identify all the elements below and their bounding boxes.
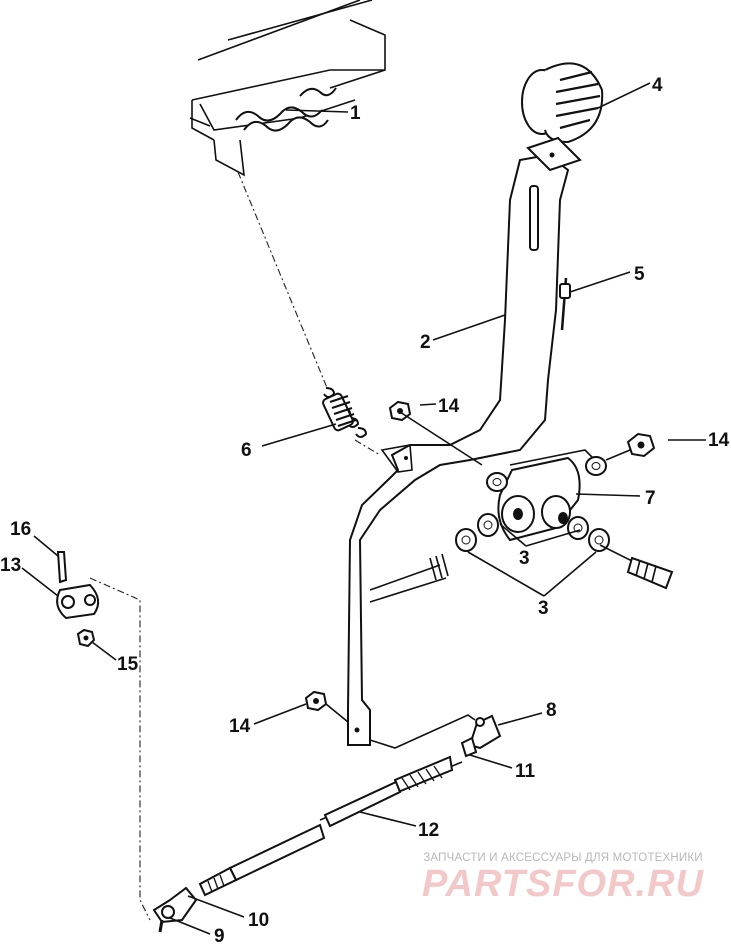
nuts-part-14 xyxy=(304,400,656,723)
callout-6: 6 xyxy=(241,440,252,461)
spring-hook-part-1 xyxy=(235,87,337,132)
watermark-brand-logo: PARTSFOR.RU xyxy=(422,863,704,905)
callout-2: 2 xyxy=(420,332,431,353)
callout-16: 16 xyxy=(10,519,31,540)
callout-8: 8 xyxy=(546,700,557,721)
pedal-pad-part-4 xyxy=(521,62,604,172)
linkage-rod-assembly xyxy=(152,714,502,933)
callout-12: 12 xyxy=(418,820,439,841)
callout-1: 1 xyxy=(350,103,361,124)
callout-5: 5 xyxy=(634,264,645,285)
leader-lines xyxy=(21,82,706,935)
callout-3a: 3 xyxy=(519,548,530,569)
callout-3b: 3 xyxy=(538,598,549,619)
lever-plate-part-13 xyxy=(56,551,151,921)
callout-15: 15 xyxy=(117,654,139,675)
callout-4: 4 xyxy=(652,75,663,96)
return-spring-part-6 xyxy=(237,171,381,456)
washers-part-3 xyxy=(455,456,610,552)
pivot-bolt xyxy=(369,544,674,603)
callout-10: 10 xyxy=(248,910,269,931)
frame-bracket xyxy=(189,0,386,177)
callout-14a: 14 xyxy=(438,396,460,417)
callout-14b: 14 xyxy=(708,430,730,451)
callout-13: 13 xyxy=(0,555,21,576)
callout-7: 7 xyxy=(645,488,656,509)
watermark-tagline: ЗАПЧАСТИ И АКСЕССУАРЫ ДЛЯ МОТОТЕХНИКИ xyxy=(423,852,703,864)
callout-labels: 1 2 3 3 4 5 6 7 8 9 10 11 12 13 14 14 14… xyxy=(0,75,730,947)
callout-14c: 14 xyxy=(229,716,251,737)
cotter-pin-part-5 xyxy=(559,277,571,331)
callout-9: 9 xyxy=(214,926,225,947)
watermark: ЗАПЧАСТИ И АКСЕССУАРЫ ДЛЯ МОТОТЕХНИКИ PA… xyxy=(413,852,713,904)
callout-11: 11 xyxy=(515,761,536,782)
pivot-bushing-part-7 xyxy=(497,449,601,542)
